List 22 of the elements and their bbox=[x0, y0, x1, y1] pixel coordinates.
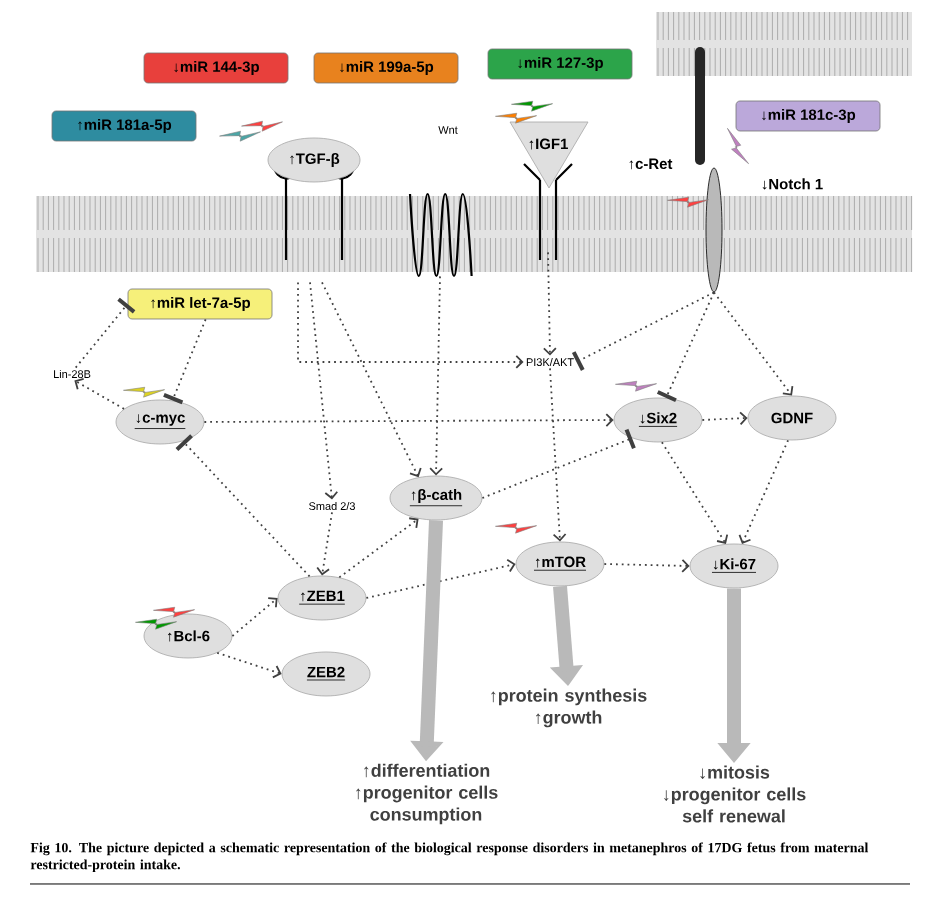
arrow bbox=[297, 281, 524, 369]
arrow bbox=[321, 281, 422, 478]
arrow bbox=[338, 517, 419, 579]
arrow bbox=[316, 511, 333, 576]
arrow bbox=[309, 281, 339, 500]
arrow bbox=[74, 377, 125, 410]
arrow bbox=[175, 434, 311, 578]
outcome-text: ↓mitosis ↓progenitor cells self renewal bbox=[664, 765, 806, 823]
arrow bbox=[713, 291, 794, 396]
arrow bbox=[661, 441, 729, 544]
arrow bbox=[603, 558, 690, 573]
outcome-text: ↑differentiation ↑progenitor cells consumption bbox=[356, 763, 498, 825]
arrow bbox=[216, 651, 282, 679]
arrow bbox=[203, 413, 614, 427]
arrow bbox=[549, 367, 567, 542]
arrow bbox=[738, 439, 789, 544]
arrow bbox=[542, 251, 557, 356]
arrow bbox=[231, 597, 278, 637]
arrow bbox=[429, 275, 444, 476]
arrow bbox=[365, 558, 516, 599]
outcome-text: ↑protein synthesis ↑growth bbox=[491, 688, 647, 728]
arrow bbox=[701, 411, 748, 426]
